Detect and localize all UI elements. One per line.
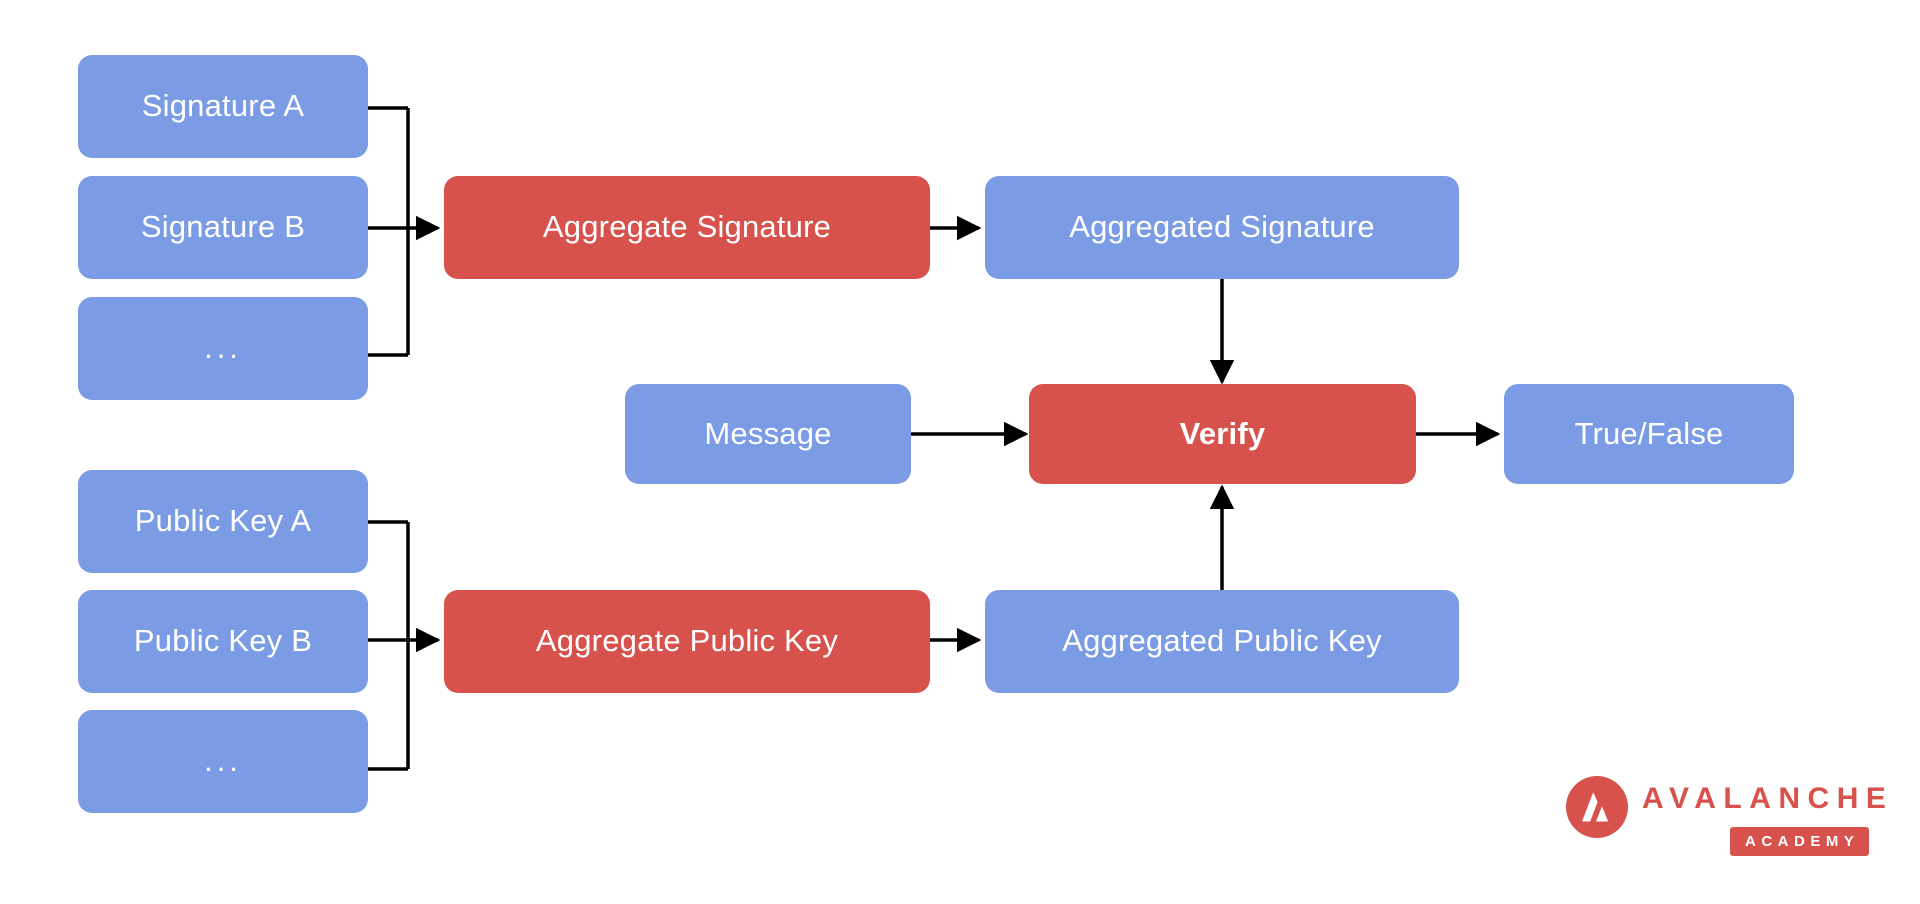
node-signature-more[interactable]: ...: [78, 297, 368, 400]
node-aggregated-public-key-label: Aggregated Public Key: [1062, 623, 1382, 659]
node-public-key-a[interactable]: Public Key A: [78, 470, 368, 573]
node-verify-label: Verify: [1179, 415, 1266, 451]
node-message-label: Message: [704, 415, 832, 451]
node-aggregated-public-key[interactable]: Aggregated Public Key: [985, 590, 1459, 693]
public-key-bus-connector: [368, 520, 410, 771]
node-message[interactable]: Message: [625, 384, 911, 484]
node-aggregate-public-key[interactable]: Aggregate Public Key: [444, 590, 930, 693]
avalanche-wordmark: AVALANCHE: [1642, 782, 1894, 815]
node-aggregate-signature-label: Aggregate Signature: [542, 209, 832, 245]
node-true-false-label: True/False: [1574, 415, 1724, 451]
signature-bus-connector: [368, 106, 410, 357]
node-aggregated-signature-label: Aggregated Signature: [1069, 209, 1375, 245]
node-public-key-more-label: ...: [204, 743, 242, 779]
node-public-key-a-label: Public Key A: [134, 503, 312, 539]
node-verify[interactable]: Verify: [1029, 384, 1416, 484]
node-aggregate-public-key-label: Aggregate Public Key: [535, 623, 839, 659]
node-public-key-more[interactable]: ...: [78, 710, 368, 813]
node-public-key-b[interactable]: Public Key B: [78, 590, 368, 693]
avalanche-logo-icon: [1566, 776, 1628, 838]
node-aggregate-signature[interactable]: Aggregate Signature: [444, 176, 930, 279]
node-signature-a[interactable]: Signature A: [78, 55, 368, 158]
node-signature-b[interactable]: Signature B: [78, 176, 368, 279]
avalanche-academy-logo: AVALANCHE ACADEMY: [1566, 773, 1896, 858]
node-true-false[interactable]: True/False: [1504, 384, 1794, 484]
node-signature-a-label: Signature A: [141, 88, 305, 124]
node-signature-b-label: Signature B: [140, 209, 306, 245]
node-signature-more-label: ...: [204, 330, 242, 366]
academy-badge: ACADEMY: [1730, 827, 1870, 856]
node-aggregated-signature[interactable]: Aggregated Signature: [985, 176, 1459, 279]
node-public-key-b-label: Public Key B: [133, 623, 313, 659]
